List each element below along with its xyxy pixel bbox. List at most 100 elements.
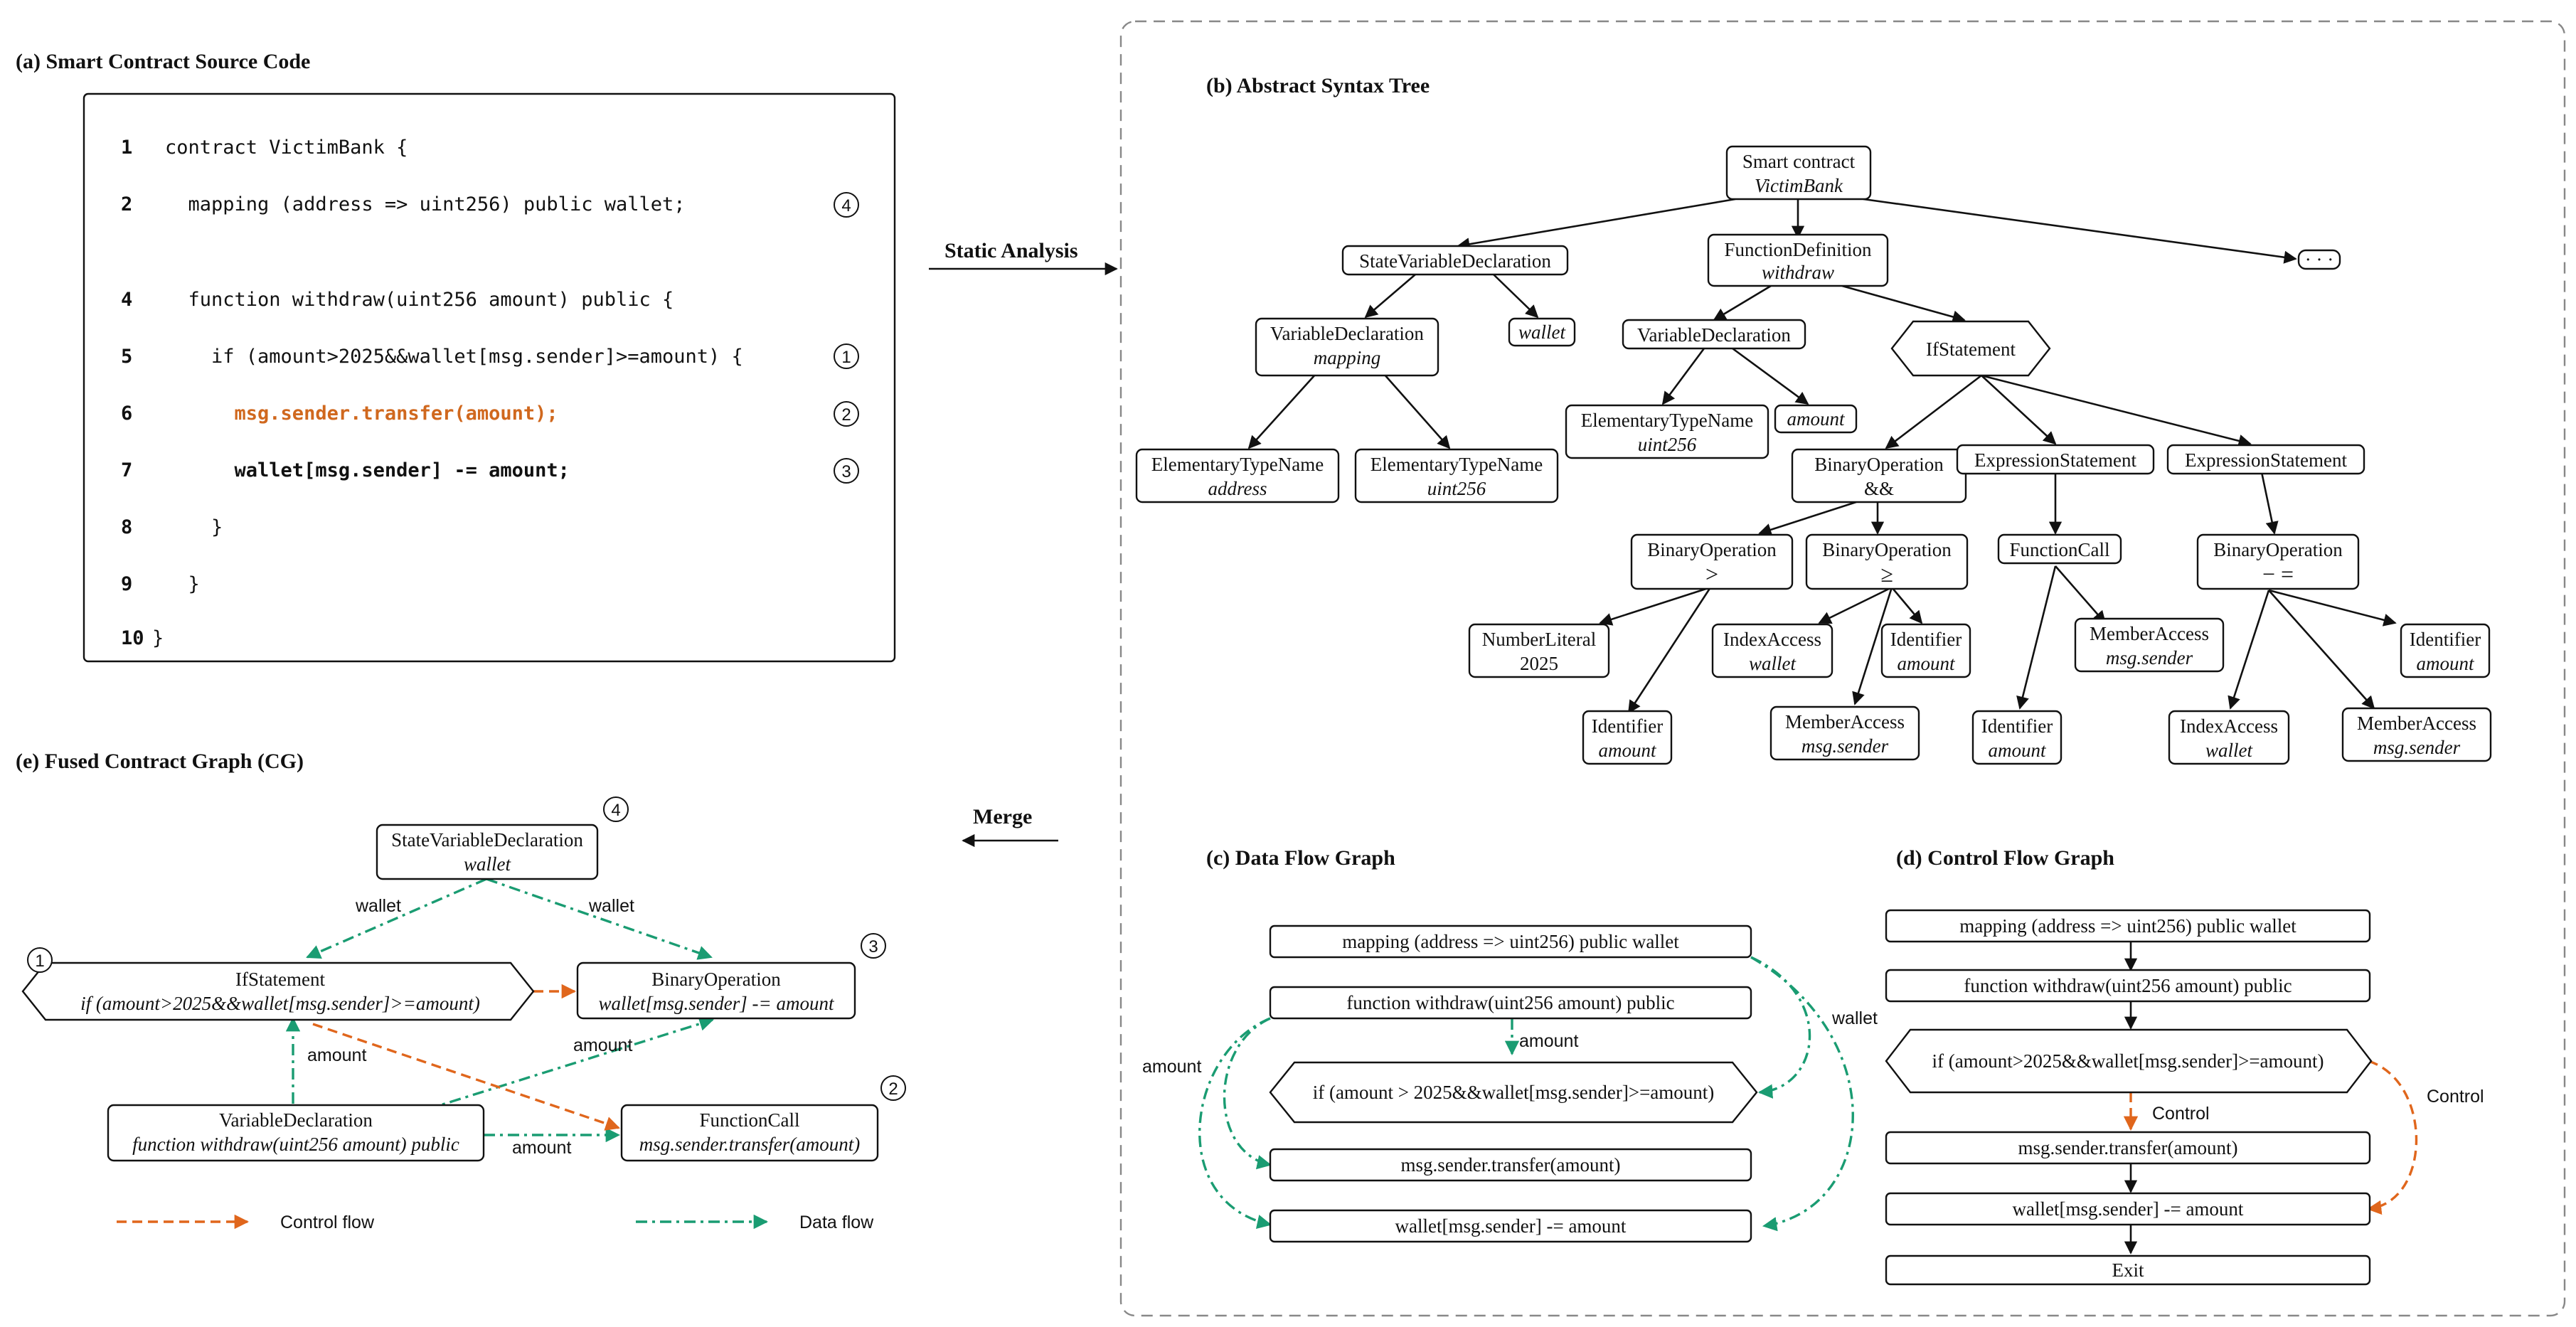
svg-text:ExpressionStatement: ExpressionStatement — [2185, 449, 2347, 471]
code-line: mapping (address => uint256) public wall… — [165, 193, 686, 215]
ast-node-index-access-1: IndexAccess wallet — [1711, 623, 1833, 678]
ast-node-expression-statement-1: ExpressionStatement — [1956, 444, 2155, 475]
cg-node-state-variable-declaration: StateVariableDeclaration wallet — [376, 824, 599, 880]
svg-text:FunctionDefinition: FunctionDefinition — [1725, 239, 1872, 260]
svg-text:if (amount>2025&&wallet[msg.se: if (amount>2025&&wallet[msg.sender]>=amo… — [1932, 1050, 2324, 1072]
code-line-number: 9 — [121, 573, 132, 595]
svg-text:2: 2 — [888, 1080, 898, 1099]
cg-label-amount: amount — [307, 1045, 366, 1065]
svg-text:StateVariableDeclaration: StateVariableDeclaration — [391, 829, 583, 851]
cg-label-wallet: wallet — [355, 896, 401, 916]
svg-text:if (amount>2025&&wallet[msg.se: if (amount>2025&&wallet[msg.sender]>=amo… — [80, 993, 480, 1014]
svg-text:amount: amount — [1898, 653, 1956, 674]
code-line-number: 5 — [121, 346, 132, 368]
cg-marker: 3 — [861, 933, 886, 959]
dfg-label-wallet: wallet — [1831, 1008, 1878, 1028]
svg-text:amount: amount — [1599, 740, 1657, 761]
code-frame — [83, 92, 896, 663]
code-line-number: 4 — [121, 289, 132, 311]
svg-text:Smart contract: Smart contract — [1742, 151, 1856, 172]
code-line: } — [152, 627, 164, 649]
cfg-label-control: Control — [2427, 1087, 2484, 1107]
code-marker: 3 — [834, 458, 859, 484]
code-marker: 2 — [834, 401, 859, 427]
ast-node-variable-declaration: VariableDeclaration — [1622, 319, 1806, 350]
svg-text:3: 3 — [868, 937, 878, 956]
svg-text:function withdraw(uint256 amou: function withdraw(uint256 amount) public — [132, 1134, 459, 1155]
legend-control-label: Control flow — [280, 1213, 375, 1232]
svg-text:msg.sender.transfer(amount): msg.sender.transfer(amount) — [639, 1134, 861, 1155]
ast-node-identifier-1: Identifier amount — [1880, 623, 1971, 678]
panel-b-title: (b) Abstract Syntax Tree — [1206, 74, 1430, 97]
code-line-number: 2 — [121, 193, 132, 215]
svg-text:MemberAccess: MemberAccess — [1785, 711, 1905, 732]
svg-text:msg.sender.transfer(amount): msg.sender.transfer(amount) — [1401, 1154, 1621, 1176]
cfg-label-control: Control — [2152, 1104, 2210, 1124]
ast-node-identifier-3: Identifier amount — [1971, 710, 2063, 765]
svg-text:>: > — [1705, 561, 1718, 587]
ast-node-binary-operation-gt: BinaryOperation > — [1630, 533, 1794, 590]
svg-text:wallet: wallet — [1518, 321, 1566, 343]
svg-text:FunctionCall: FunctionCall — [700, 1109, 800, 1131]
svg-text:&&: && — [1864, 478, 1894, 499]
ast-node-binary-operation-and: BinaryOperation && — [1791, 448, 1967, 503]
dfg-label-amount: amount — [1142, 1057, 1201, 1077]
dfg-node-transfer: msg.sender.transfer(amount) — [1269, 1148, 1752, 1182]
svg-text:amount: amount — [1989, 740, 2047, 761]
cfg-node-mapping: mapping (address => uint256) public wall… — [1885, 909, 2371, 943]
svg-text:VariableDeclaration: VariableDeclaration — [219, 1109, 373, 1131]
svg-text:ElementaryTypeName: ElementaryTypeName — [1371, 454, 1543, 475]
code-line-number: 1 — [121, 137, 132, 159]
svg-text:BinaryOperation: BinaryOperation — [651, 969, 781, 990]
panel-c-title: (c) Data Flow Graph — [1206, 846, 1395, 870]
svg-text:VictimBank: VictimBank — [1755, 175, 1843, 196]
ast-node-function-definition: FunctionDefinition withdraw — [1707, 233, 1889, 287]
svg-text:3: 3 — [841, 462, 851, 481]
cg-label-amount: amount — [573, 1035, 632, 1055]
svg-text:uint256: uint256 — [1427, 478, 1486, 499]
dfg-node-if: if (amount > 2025&&wallet[msg.sender]>=a… — [1269, 1061, 1758, 1124]
svg-text:· · ·: · · · — [2305, 249, 2333, 270]
ast-node-member-access-1: MemberAccess msg.sender — [1769, 705, 1920, 761]
legend-data-label: Data flow — [799, 1213, 874, 1232]
cg-label-wallet: wallet — [588, 896, 634, 916]
svg-text:2025: 2025 — [1520, 653, 1558, 674]
code-line: } — [165, 516, 223, 538]
svg-text:wallet: wallet — [1749, 653, 1797, 674]
code-line: wallet[msg.sender] -= amount; — [165, 459, 570, 481]
svg-text:wallet[msg.sender] -= amount: wallet[msg.sender] -= amount — [599, 993, 835, 1014]
svg-text:mapping: mapping — [1314, 347, 1381, 368]
code-line-number: 10 — [121, 627, 144, 649]
cfg-node-wallet-update: wallet[msg.sender] -= amount — [1885, 1192, 2371, 1226]
cfg-node-exit: Exit — [1885, 1254, 2371, 1286]
ast-node-variable-declaration-mapping: VariableDeclaration mapping — [1255, 317, 1439, 377]
ast-node-binary-operation-sub: BinaryOperation − = — [2196, 533, 2360, 590]
svg-text:Exit: Exit — [2112, 1259, 2144, 1281]
svg-text:msg.sender.transfer(amount): msg.sender.transfer(amount) — [2018, 1137, 2238, 1158]
svg-text:function withdraw(uint256 amou: function withdraw(uint256 amount) public — [1964, 975, 2292, 996]
ast-node-wallet: wallet — [1508, 317, 1576, 347]
svg-text:ExpressionStatement: ExpressionStatement — [1974, 449, 2136, 471]
svg-text:address: address — [1208, 478, 1267, 499]
dfg-edges — [1198, 956, 1854, 1232]
panel-a-title: (a) Smart Contract Source Code — [16, 50, 310, 73]
svg-text:1: 1 — [35, 952, 44, 971]
dfg-node-mapping: mapping (address => uint256) public wall… — [1269, 924, 1752, 959]
panel-d-title: (d) Control Flow Graph — [1896, 846, 2114, 870]
svg-text:NumberLiteral: NumberLiteral — [1482, 629, 1596, 650]
code-line-number: 7 — [121, 459, 132, 481]
svg-text:msg.sender: msg.sender — [2106, 647, 2193, 668]
svg-text:FunctionCall: FunctionCall — [2010, 539, 2110, 560]
legend: Control flow Data flow — [117, 1213, 874, 1232]
cg-edges — [285, 878, 714, 1143]
svg-text:BinaryOperation: BinaryOperation — [2213, 539, 2343, 560]
ast-node-expression-statement-2: ExpressionStatement — [2166, 444, 2365, 475]
code-line: contract VictimBank { — [165, 137, 408, 159]
svg-text:wallet[msg.sender] -= amount: wallet[msg.sender] -= amount — [1395, 1215, 1627, 1237]
cg-marker: 1 — [27, 947, 53, 973]
cg-node-if-statement: IfStatement if (amount>2025&&wallet[msg.… — [21, 961, 535, 1021]
cfg-node-function: function withdraw(uint256 amount) public — [1885, 969, 2371, 1003]
ast-node-if-statement: IfStatement — [1890, 320, 2051, 377]
svg-text:BinaryOperation: BinaryOperation — [1647, 539, 1777, 560]
svg-text:uint256: uint256 — [1638, 434, 1697, 455]
